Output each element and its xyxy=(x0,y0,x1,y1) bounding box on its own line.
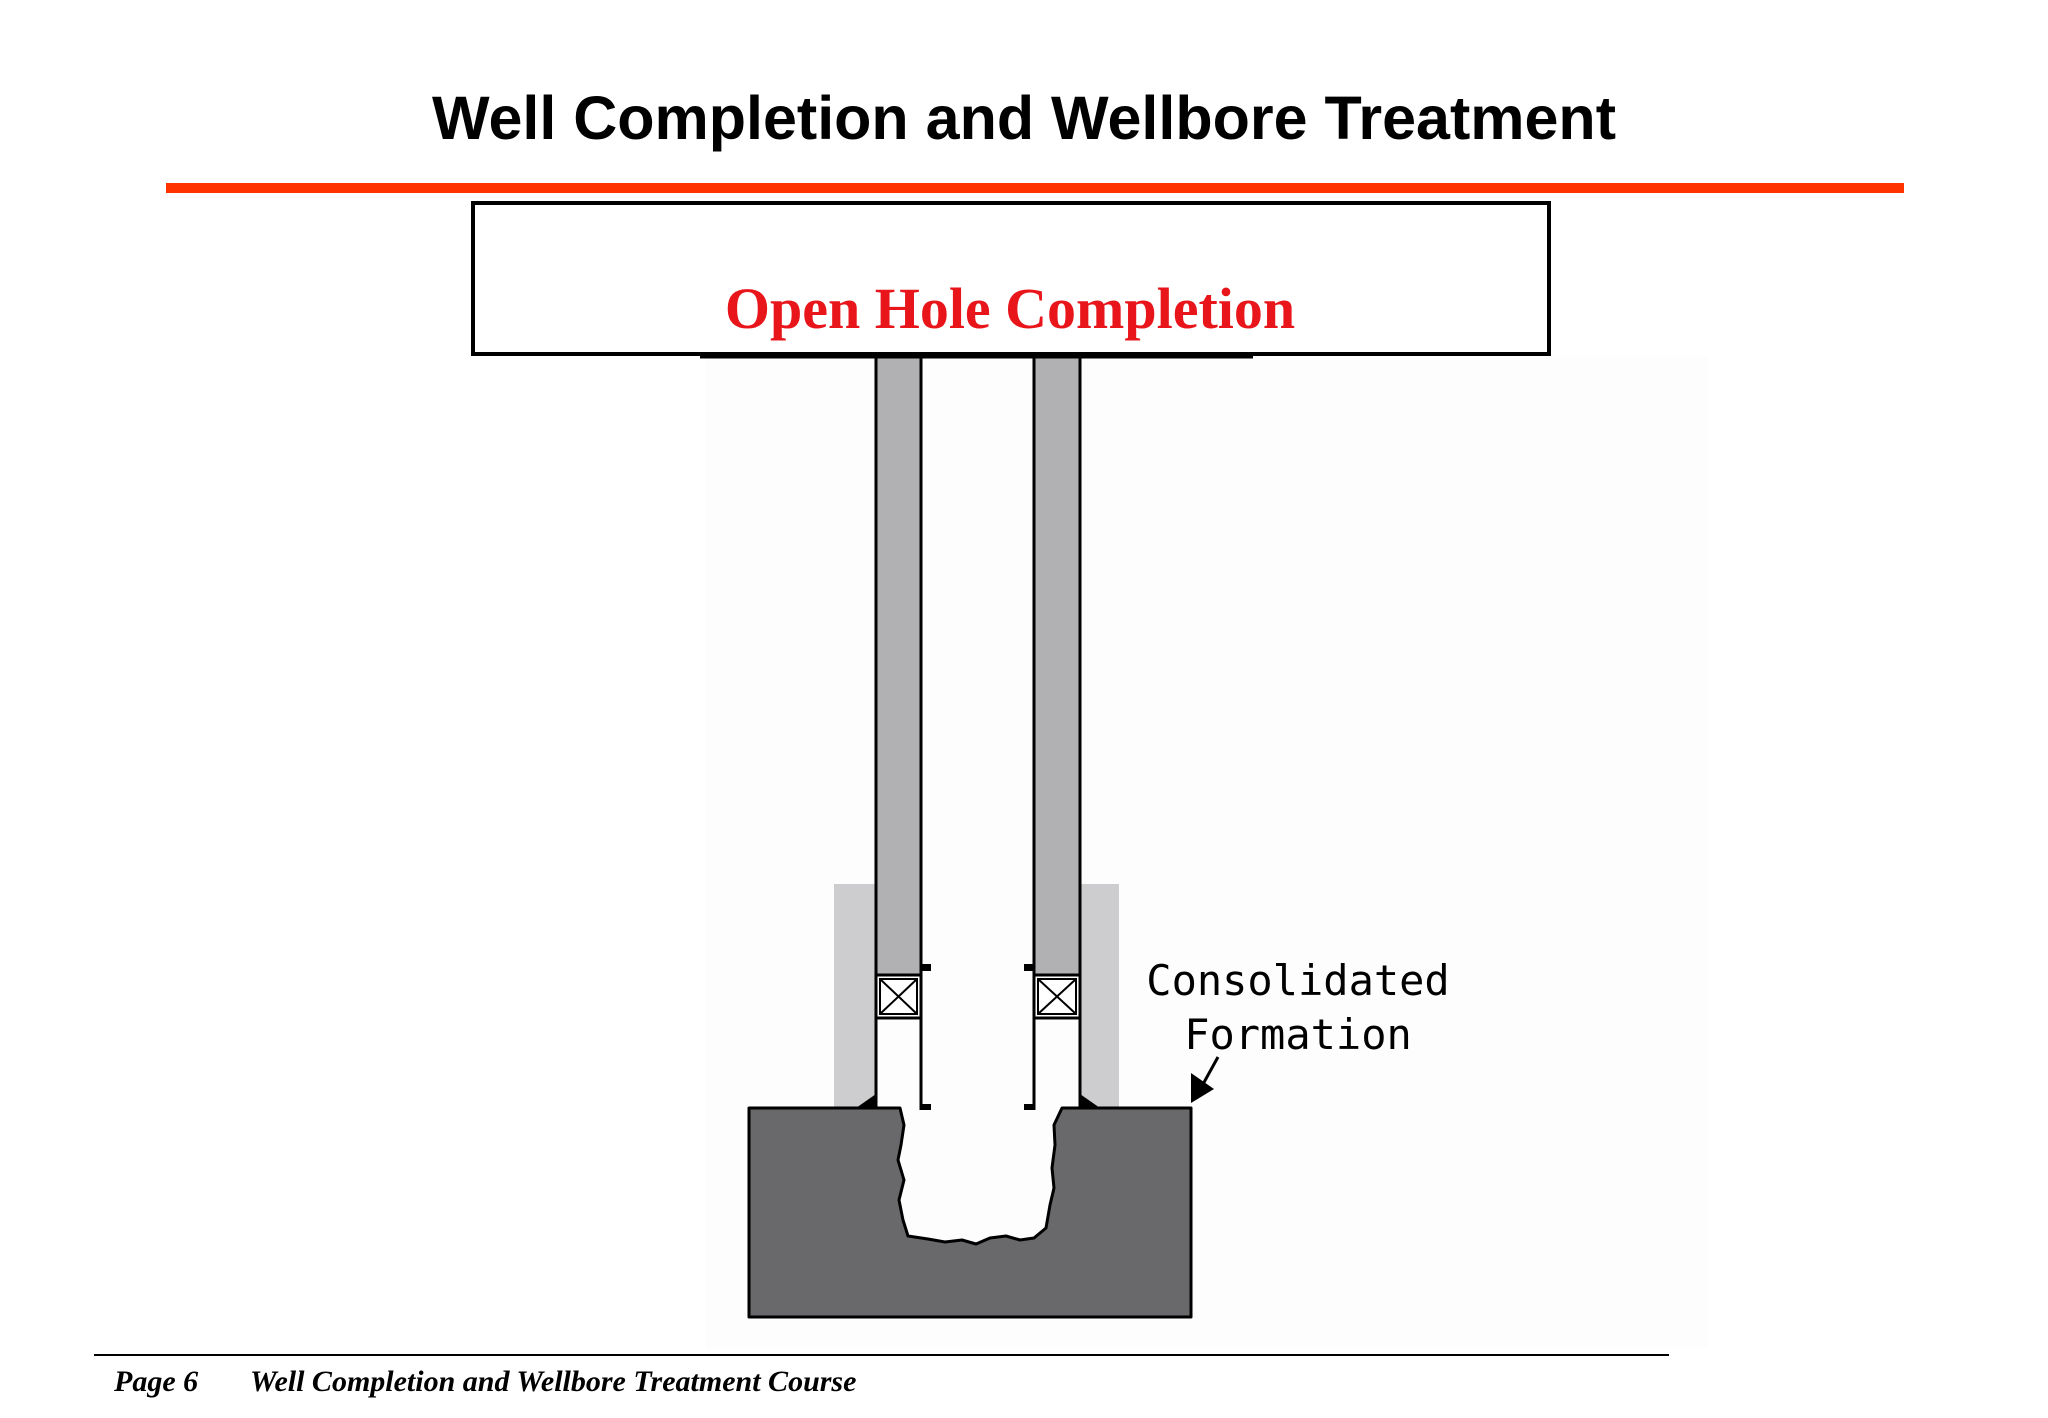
footer-course-title: Well Completion and Wellbore Treatment C… xyxy=(250,1365,857,1398)
formation-label-line2: Formation xyxy=(1184,1010,1412,1059)
formation-pointer-arrow xyxy=(1191,1056,1220,1103)
title-underline xyxy=(166,183,1904,193)
packer-right xyxy=(1032,973,1082,1020)
footer-divider xyxy=(94,1354,1669,1356)
casing-shoe-right xyxy=(1080,1094,1100,1108)
casing-wall-right xyxy=(1032,348,1082,977)
casing-lower-section xyxy=(874,966,1082,1110)
cement-sheath-left xyxy=(834,884,876,1108)
cement-sheath-right xyxy=(1080,884,1119,1108)
diagram-title: Open Hole Completion xyxy=(725,276,1295,341)
formation-label-line1: Consolidated xyxy=(1146,956,1449,1005)
packer-left xyxy=(874,973,923,1020)
consolidated-formation xyxy=(747,1106,1193,1319)
casing-shoe-left xyxy=(856,1094,876,1108)
page-title: Well Completion and Wellbore Treatment xyxy=(431,84,1617,152)
diagram-title-box xyxy=(471,201,1551,356)
casing-wall-left xyxy=(874,348,923,977)
tubing-markers xyxy=(921,964,1034,1110)
footer-page-number: Page 6 xyxy=(114,1365,199,1398)
